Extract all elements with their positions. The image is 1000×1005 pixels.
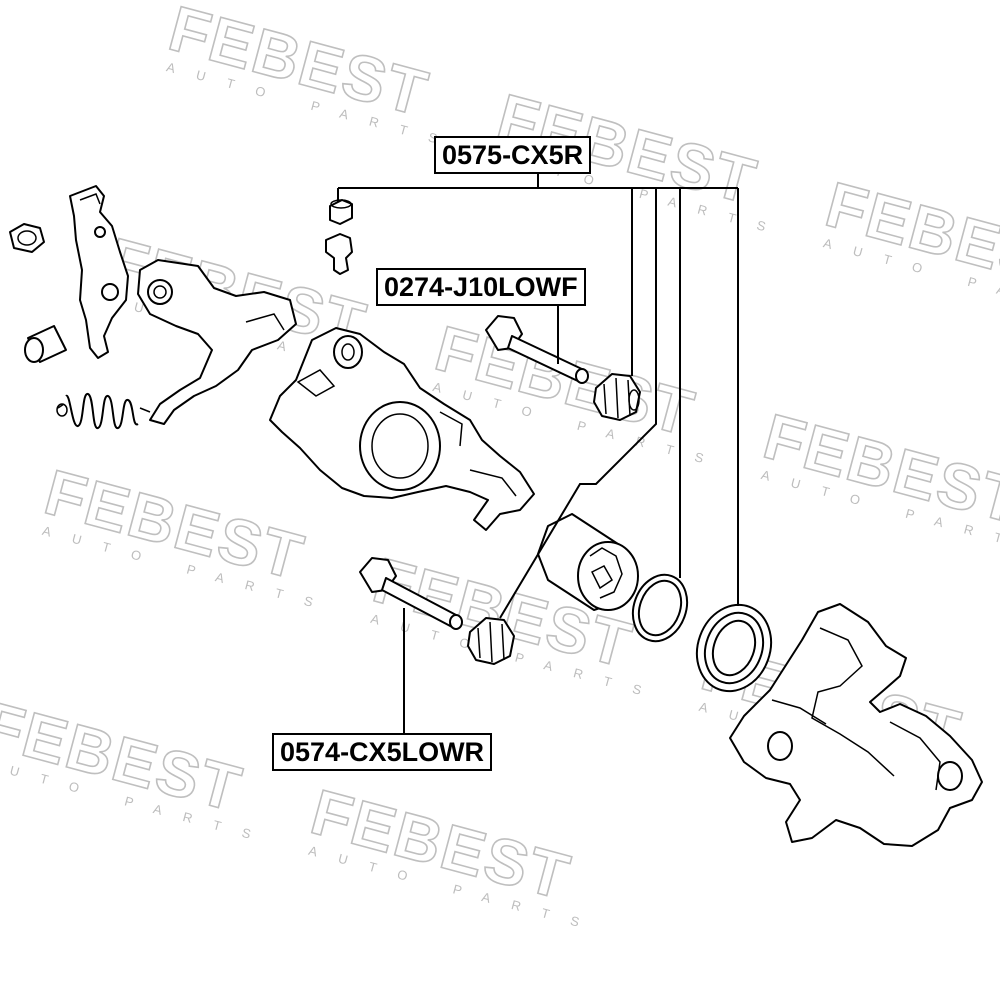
callout-lower-guide-pin: 0574-CX5LOWR bbox=[272, 733, 493, 771]
sleeve bbox=[24, 325, 67, 363]
cable-bracket bbox=[137, 259, 297, 425]
bleeder-screw bbox=[325, 233, 353, 275]
watermark-brand: FEBEST bbox=[162, 0, 436, 130]
caliper-housing bbox=[269, 327, 535, 531]
watermark-1: FEBEST AUTO PARTS bbox=[161, 0, 460, 152]
upper-guide-boot bbox=[593, 373, 641, 421]
lower-guide-boot bbox=[467, 617, 515, 665]
watermark-10: FEBEST AUTO PARTS bbox=[0, 687, 274, 848]
upper-guide-pin bbox=[485, 315, 589, 384]
watermark-7: FEBEST AUTO PARTS bbox=[37, 455, 336, 616]
lower-guide-pin bbox=[359, 557, 463, 630]
piston-dust-boot bbox=[695, 603, 773, 693]
callout-upper-guide-pin: 0274-J10LOWF bbox=[376, 268, 586, 306]
lock-nut bbox=[9, 223, 45, 253]
leader-kit-lower-boot bbox=[499, 188, 657, 619]
piston-seal bbox=[631, 573, 689, 643]
leader-lines bbox=[337, 170, 739, 734]
watermark-brand: FEBEST bbox=[757, 400, 1000, 538]
piston bbox=[537, 513, 639, 611]
callout-caliper-repair-kit: 0575-CX5R bbox=[434, 136, 592, 174]
bleeder-cap bbox=[329, 199, 353, 225]
watermark-11: FEBEST AUTO PARTS bbox=[303, 775, 602, 936]
watermark-3: FEBEST AUTO PARTS bbox=[818, 167, 1000, 328]
return-spring bbox=[56, 392, 151, 430]
caliper-mounting-bracket bbox=[729, 603, 983, 847]
parking-lever bbox=[69, 185, 129, 359]
watermark-6: FEBEST AUTO PARTS bbox=[756, 399, 1000, 560]
